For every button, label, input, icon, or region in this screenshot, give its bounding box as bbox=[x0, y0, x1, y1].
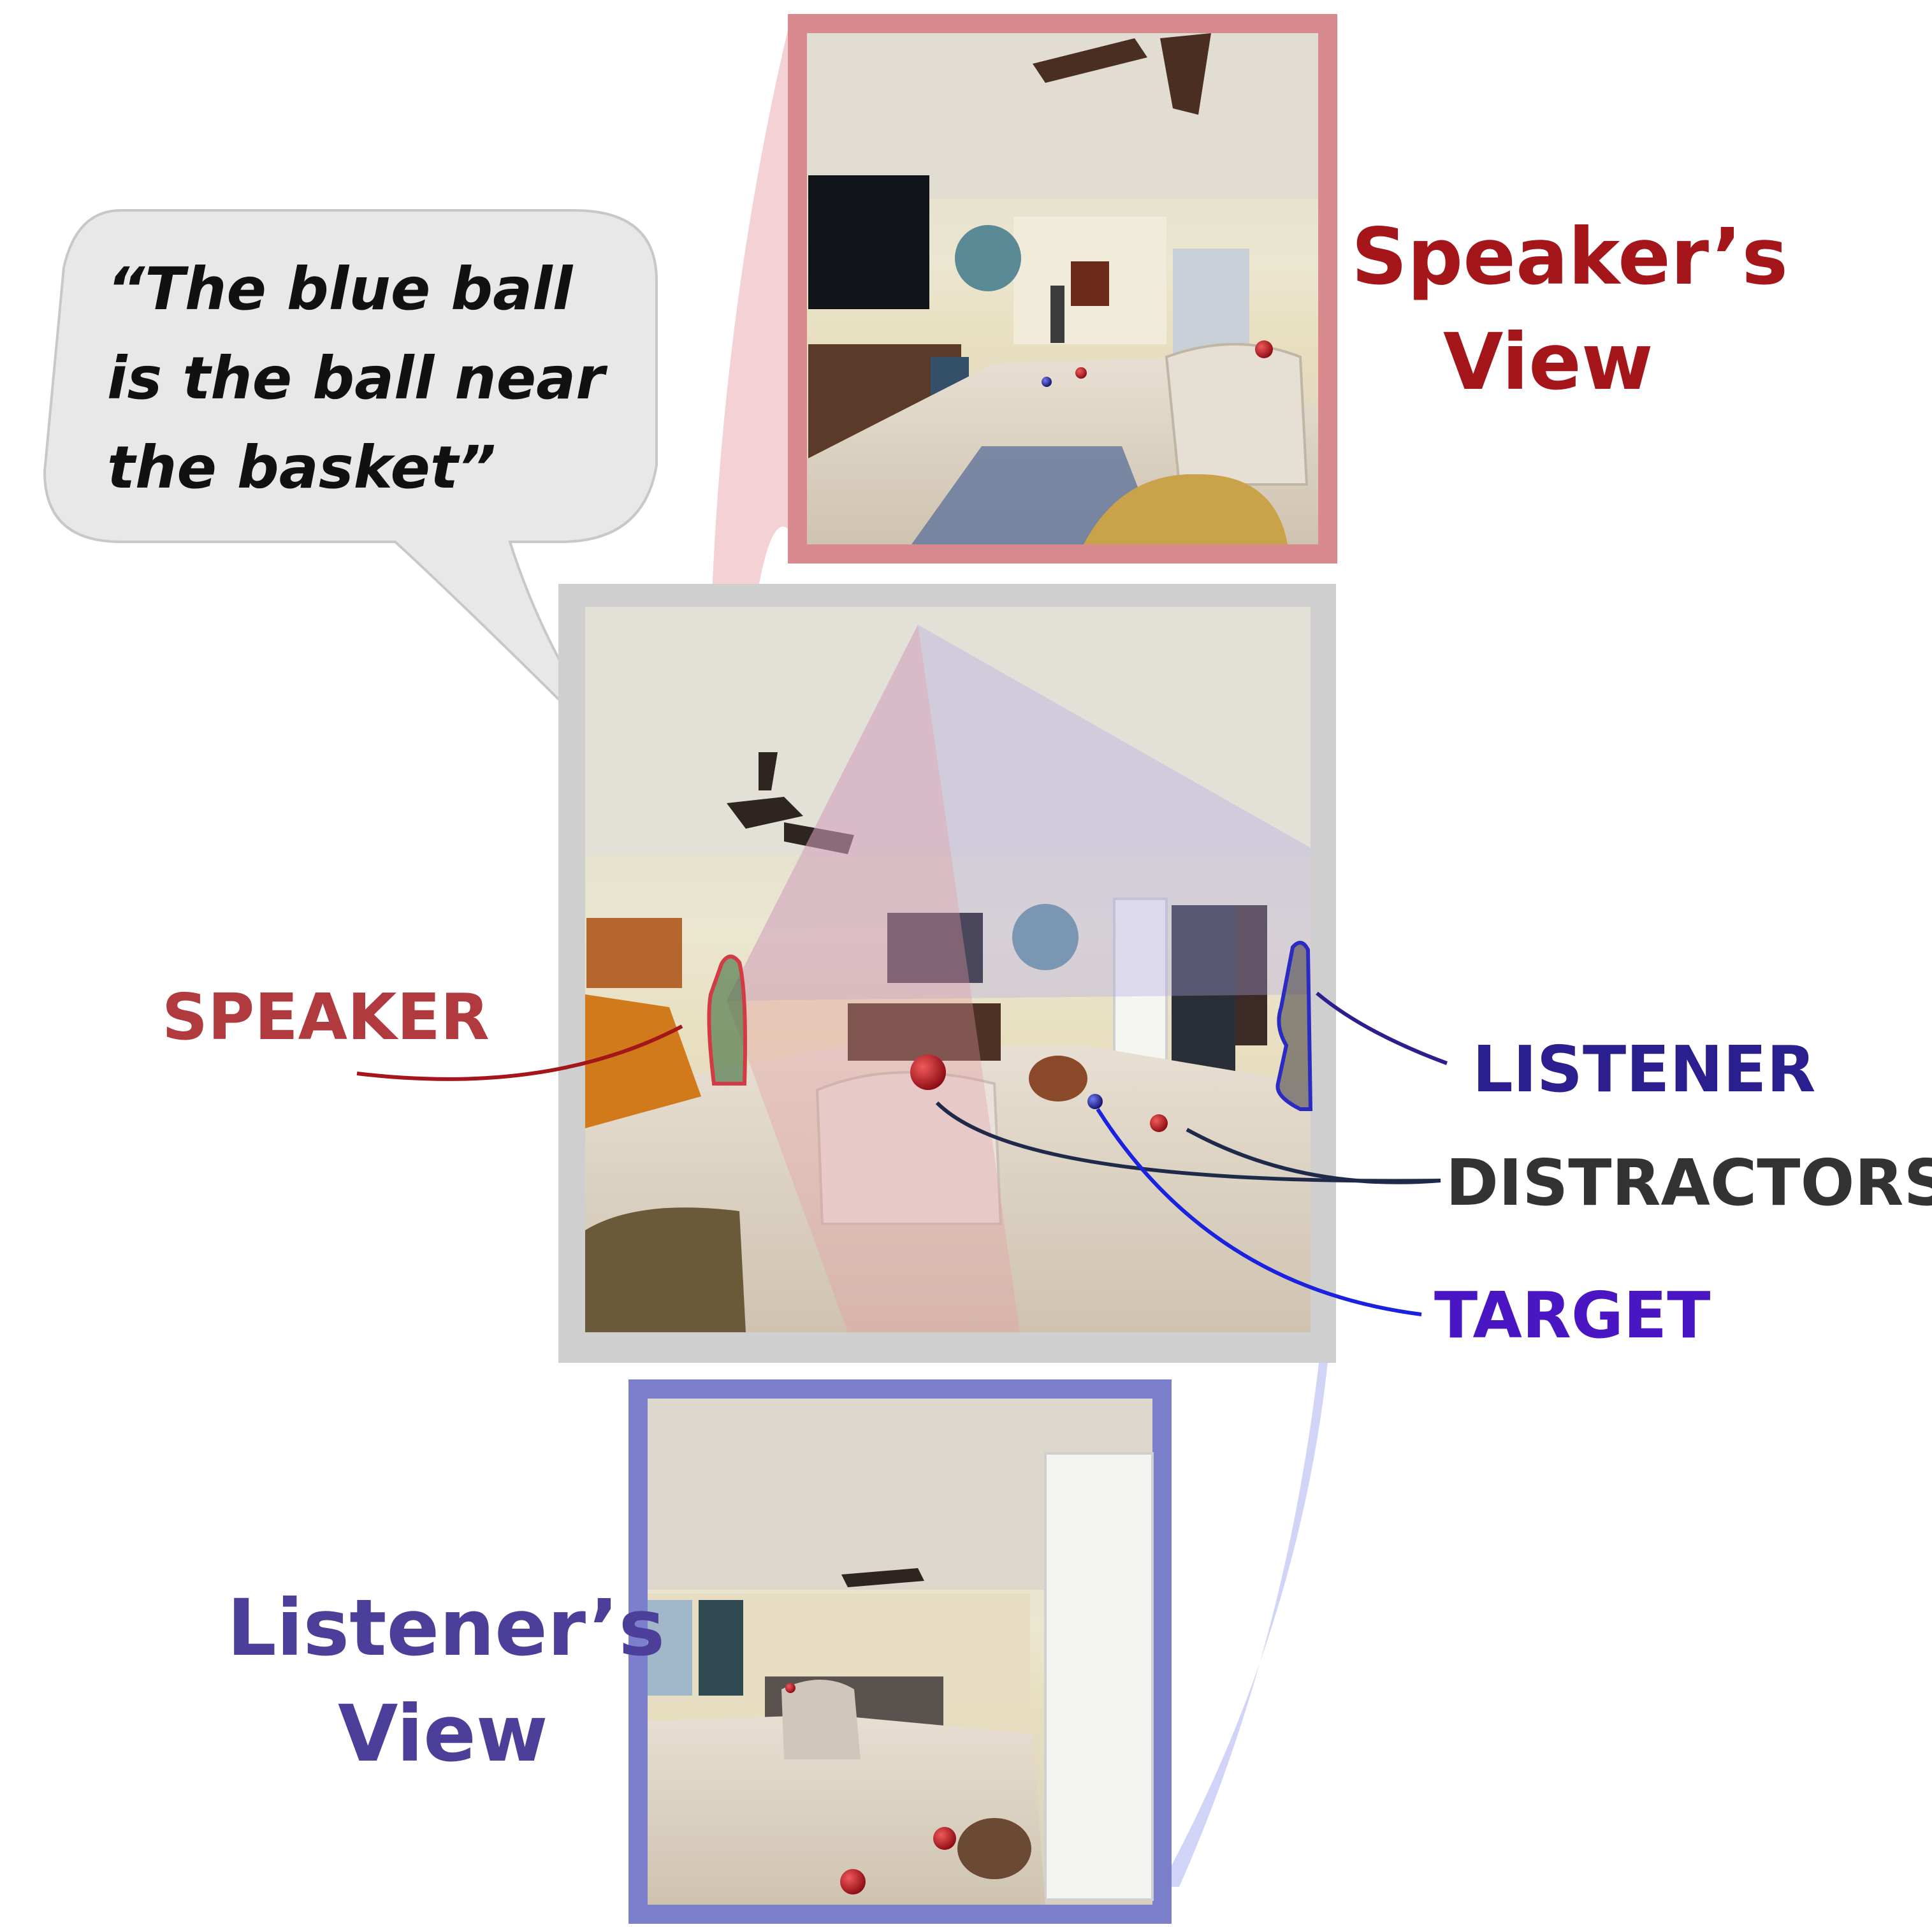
center-scene-panel bbox=[558, 584, 1336, 1363]
speaker-view-red-ball-2 bbox=[1255, 340, 1273, 358]
target-label: TARGET bbox=[1434, 1278, 1710, 1353]
quote-line-3: the basket” bbox=[107, 433, 496, 502]
quote-line-2: is the ball near bbox=[107, 344, 608, 412]
center-red-ball-2 bbox=[1150, 1114, 1168, 1132]
speaker-view-title-line-1: Speaker’s bbox=[1351, 212, 1788, 302]
listener-view-title-line-1: Listener’s bbox=[227, 1583, 665, 1673]
listener-view-red-ball-3 bbox=[840, 1869, 866, 1894]
speaker-label: SPEAKER bbox=[162, 980, 490, 1054]
listener-view-panel bbox=[628, 1379, 1172, 1924]
distractor-callout-line-2 bbox=[1186, 1128, 1441, 1184]
listener-view-red-ball-1 bbox=[785, 1683, 795, 1693]
speaker-view-panel bbox=[788, 14, 1337, 564]
listener-view-title-line-2: View bbox=[338, 1689, 548, 1779]
listener-callout-line bbox=[1316, 991, 1448, 1065]
quote-line-1: “The blue ball bbox=[107, 255, 574, 323]
speaker-callout-line bbox=[356, 1024, 683, 1081]
listener-view-red-ball-2 bbox=[933, 1827, 956, 1850]
listener-label: LISTENER bbox=[1472, 1032, 1815, 1107]
speaker-figure-outline bbox=[707, 954, 747, 1086]
speaker-view-red-ball-1 bbox=[1075, 367, 1087, 379]
center-red-ball-1 bbox=[910, 1054, 946, 1090]
speaker-view-blue-ball bbox=[1042, 377, 1052, 387]
speech-bubble: “The blue ball is the ball near the bask… bbox=[43, 209, 658, 773]
speaker-view-title-line-2: View bbox=[1443, 317, 1653, 407]
listener-figure-outline bbox=[1275, 941, 1313, 1111]
target-callout-line bbox=[1096, 1108, 1422, 1316]
distractor-callout-line-1 bbox=[935, 1101, 1441, 1183]
distractors-label: DISTRACTORS bbox=[1446, 1145, 1932, 1220]
center-blue-ball-target bbox=[1087, 1094, 1103, 1109]
